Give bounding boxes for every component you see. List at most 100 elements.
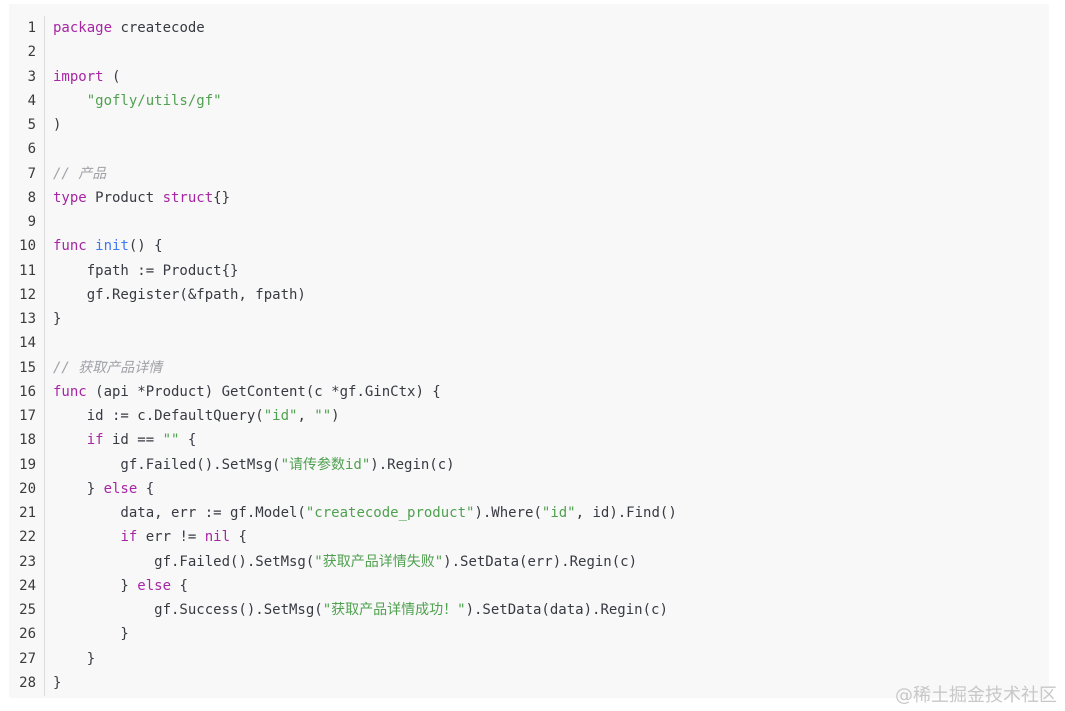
line-number: 28 xyxy=(19,674,36,691)
code-token: Product xyxy=(86,189,163,206)
line-number: 27 xyxy=(19,650,36,667)
code-token: } xyxy=(53,577,138,594)
function-token: init xyxy=(95,238,129,255)
line-number: 20 xyxy=(19,480,36,497)
code-token: } xyxy=(53,674,62,691)
code-token: gf.Failed().SetMsg( xyxy=(53,553,315,570)
code-token: { xyxy=(230,529,247,546)
code-line: gf.Register(&fpath, fpath) xyxy=(53,283,1049,307)
code-token: data, err := gf.Model( xyxy=(53,505,306,521)
code-line: } else { xyxy=(53,574,1049,598)
code-token: , id).Find() xyxy=(575,505,677,521)
line-number: 14 xyxy=(19,335,36,352)
line-number: 19 xyxy=(19,456,36,473)
code-line: gf.Success().SetMsg("获取产品详情成功！").SetData… xyxy=(53,598,1049,622)
code-token: { xyxy=(171,577,188,594)
string-token: "请传参数id" xyxy=(280,456,371,473)
string-token: "" xyxy=(314,408,332,424)
code-token: ( xyxy=(103,68,121,85)
code-token: ).Where( xyxy=(474,505,542,521)
code-line xyxy=(53,137,1049,161)
code-line: fpath := Product{} xyxy=(53,259,1049,283)
code-line xyxy=(53,40,1049,64)
code-line: } xyxy=(53,307,1049,331)
line-number: 8 xyxy=(27,189,36,206)
line-number: 5 xyxy=(27,117,36,133)
code-token: createcode xyxy=(112,20,205,36)
code-line: data, err := gf.Model("createcode_produc… xyxy=(53,501,1049,525)
string-token: "id" xyxy=(263,408,298,424)
code-token: {} xyxy=(213,189,231,206)
code-content[interactable]: package createcode import ( "gofly/utils/… xyxy=(53,16,1049,695)
line-number: 24 xyxy=(19,577,36,594)
code-token: ) xyxy=(53,117,62,133)
code-line: func init() { xyxy=(53,234,1049,258)
line-number: 3 xyxy=(27,68,36,85)
code-token: fpath := Product{} xyxy=(53,262,239,279)
line-number: 25 xyxy=(19,602,36,618)
code-token: ).SetData(err).Regin(c) xyxy=(443,553,638,570)
keyword-token: nil xyxy=(204,529,231,546)
code-token: () { xyxy=(128,238,163,255)
keyword-token: else xyxy=(137,577,172,594)
line-number: 21 xyxy=(19,505,36,521)
line-number: 7 xyxy=(27,165,36,182)
code-line: } xyxy=(53,671,1049,695)
code-token xyxy=(87,238,95,254)
line-number: 6 xyxy=(27,141,36,158)
code-token: } xyxy=(53,626,129,643)
keyword-token: else xyxy=(103,480,138,497)
code-token: err != xyxy=(137,529,205,546)
code-token: , xyxy=(297,408,315,424)
watermark: @稀土掘金技术社区 xyxy=(895,685,1057,706)
code-token: } xyxy=(53,480,104,497)
code-line: if err != nil { xyxy=(53,525,1049,549)
code-token xyxy=(53,93,87,109)
line-number: 10 xyxy=(19,238,36,255)
code-token: id == xyxy=(103,432,163,449)
line-number: 23 xyxy=(19,553,36,570)
keyword-token: func xyxy=(53,238,87,255)
keyword-token: import xyxy=(53,68,104,85)
code-line xyxy=(53,331,1049,355)
line-number: 12 xyxy=(19,286,36,303)
line-number: 11 xyxy=(19,262,36,279)
code-line: gf.Failed().SetMsg("获取产品详情失败").SetData(e… xyxy=(53,550,1049,574)
keyword-token: if xyxy=(120,529,138,546)
string-token: "" xyxy=(162,432,180,449)
code-line: package createcode xyxy=(53,16,1049,40)
keyword-token: func xyxy=(53,383,87,400)
line-number: 16 xyxy=(19,383,36,400)
line-number: 17 xyxy=(19,408,36,424)
line-number: 13 xyxy=(19,311,36,327)
string-token: "gofly/utils/gf" xyxy=(86,92,222,109)
code-line: if id == "" { xyxy=(53,428,1049,452)
code-line: "gofly/utils/gf" xyxy=(53,89,1049,113)
code-token: gf.Success().SetMsg( xyxy=(53,602,323,618)
line-number: 22 xyxy=(19,529,36,546)
code-line: } xyxy=(53,647,1049,671)
code-line: func (api *Product) GetContent(c *gf.Gin… xyxy=(53,380,1049,404)
code-token: ).Regin(c) xyxy=(370,456,455,473)
line-number: 15 xyxy=(19,359,36,376)
code-token: ).SetData(data).Regin(c) xyxy=(465,602,668,618)
code-line xyxy=(53,210,1049,234)
code-token: (api *Product) GetContent(c *gf.GinCtx) … xyxy=(86,383,441,400)
code-line: import ( xyxy=(53,65,1049,89)
comment-token: // 产品 xyxy=(53,165,107,182)
code-line: // 产品 xyxy=(53,162,1049,186)
code-token: { xyxy=(137,480,155,497)
code-token: gf.Register(&fpath, fpath) xyxy=(53,286,306,303)
code-line: gf.Failed().SetMsg("请传参数id").Regin(c) xyxy=(53,453,1049,477)
code-token: { xyxy=(179,432,197,449)
string-token: "获取产品详情成功！" xyxy=(322,602,466,618)
code-line: } else { xyxy=(53,477,1049,501)
keyword-token: package xyxy=(53,20,113,36)
comment-token: // 获取产品详情 xyxy=(53,359,163,376)
code-token xyxy=(53,432,87,448)
code-token xyxy=(53,529,120,545)
line-number: 26 xyxy=(19,626,36,643)
code-token: ) xyxy=(331,408,340,424)
